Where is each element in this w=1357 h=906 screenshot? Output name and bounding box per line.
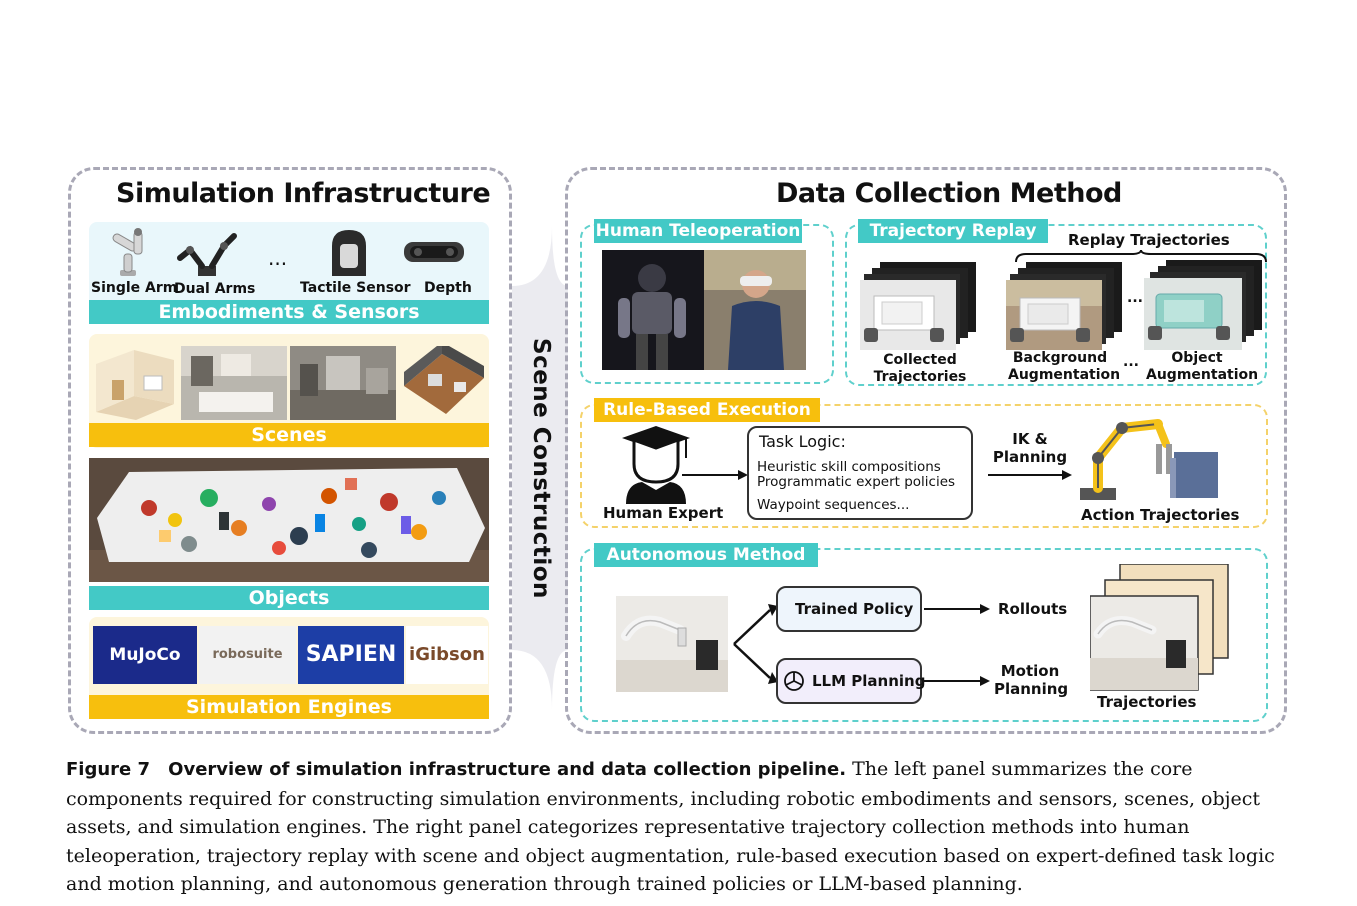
task-logic-line-1: Heuristic skill compositions bbox=[757, 459, 941, 475]
action-trajectories-label: Action Trajectories bbox=[1081, 506, 1240, 524]
openai-icon bbox=[784, 671, 804, 691]
embodiments-sensors-bar: Embodiments & Sensors bbox=[89, 300, 489, 324]
right-panel-title: Data Collection Method bbox=[776, 178, 1122, 209]
scene-construction-connector bbox=[512, 226, 568, 710]
caption-text: The left panel summarizes the core compo… bbox=[66, 758, 1275, 896]
scene-image-4 bbox=[404, 346, 484, 414]
depth-label: Depth bbox=[424, 280, 472, 296]
autonomous-frame bbox=[580, 548, 1268, 722]
ik-planning-label: IK & Planning bbox=[992, 430, 1068, 466]
collected-trajectories-label: Collected Trajectories bbox=[873, 352, 967, 385]
rule-based-tag: Rule-Based Execution bbox=[594, 398, 820, 422]
teleoperation-image bbox=[602, 250, 806, 370]
dual-arms-image bbox=[177, 233, 237, 276]
trained-policy-label: Trained Policy bbox=[795, 600, 914, 618]
task-logic-title: Task Logic: bbox=[759, 432, 846, 451]
replay-trajectories-label: Replay Trajectories bbox=[1068, 231, 1230, 249]
robosuite-logo: robosuite bbox=[199, 626, 296, 684]
single-arm-label: Single Arm bbox=[91, 280, 178, 296]
single-arm-image bbox=[112, 228, 143, 276]
branch-arrows bbox=[733, 604, 778, 684]
objects-bar: Objects bbox=[89, 586, 489, 610]
trajectory-replay-frame bbox=[845, 224, 1267, 386]
figure-caption: Figure 7 Overview of simulation infrastr… bbox=[66, 755, 1290, 899]
task-logic-box bbox=[747, 426, 973, 520]
caption-title: Overview of simulation infrastructure an… bbox=[168, 759, 847, 780]
replay-brace bbox=[1015, 250, 1267, 263]
figure-label: Figure 7 bbox=[66, 759, 151, 780]
depth-camera-image bbox=[404, 242, 464, 262]
replay-ellipsis-top: ... bbox=[1127, 290, 1143, 306]
llm-planning-box bbox=[776, 658, 922, 704]
motion-planning-label: Motion Planning bbox=[994, 662, 1069, 698]
object-augmentation-label: Object Augmentation bbox=[1146, 350, 1259, 383]
tactile-sensor-label: Tactile Sensor bbox=[300, 280, 411, 296]
igibson-logo: iGibson bbox=[406, 626, 488, 684]
autonomous-robot-image bbox=[616, 596, 728, 692]
trained-policy-box bbox=[776, 586, 922, 632]
rule-based-frame bbox=[580, 404, 1268, 528]
simulation-infrastructure-frame bbox=[68, 167, 512, 734]
replay-ellipsis-bottom: ... bbox=[1123, 354, 1139, 370]
sapien-logo: SAPIEN bbox=[298, 626, 404, 684]
scenes-bar: Scenes bbox=[89, 423, 489, 447]
robot-arm-image bbox=[1080, 419, 1218, 500]
human-expert-label: Human Expert bbox=[603, 504, 724, 522]
task-logic-line-2: Programmatic expert policies bbox=[757, 474, 956, 490]
llm-to-motion-arrow bbox=[924, 676, 990, 686]
task-logic-line-3: Waypoint sequences... bbox=[757, 497, 910, 513]
human-expert-icon bbox=[622, 426, 690, 504]
policy-to-rollouts-arrow bbox=[924, 604, 990, 614]
autonomous-tag: Autonomous Method bbox=[594, 543, 818, 567]
data-collection-frame bbox=[565, 167, 1287, 734]
objects-image bbox=[89, 458, 489, 582]
scene-image-2 bbox=[181, 346, 287, 420]
scene-image-3 bbox=[290, 346, 396, 420]
background-augmentation-label: Background Augmentation bbox=[1008, 350, 1121, 383]
logic-to-robot-arrow bbox=[988, 470, 1072, 480]
teleoperation-tag: Human Teleoperation bbox=[594, 219, 802, 243]
collected-trajectories-image bbox=[860, 262, 976, 350]
trajectory-replay-tag: Trajectory Replay bbox=[858, 219, 1048, 243]
rollouts-label: Rollouts bbox=[998, 600, 1068, 618]
mujoco-logo: MuJoCo bbox=[93, 626, 197, 684]
object-augmentation-image bbox=[1144, 260, 1262, 350]
tactile-sensor-image bbox=[332, 230, 366, 276]
embodiments-ellipsis: ... bbox=[268, 246, 288, 270]
expert-to-logic-arrow bbox=[682, 470, 748, 480]
scene-construction-label: Scene Construction bbox=[528, 338, 554, 599]
scene-image-1 bbox=[96, 350, 174, 420]
left-panel-title: Simulation Infrastructure bbox=[116, 178, 491, 209]
llm-planning-label: LLM Planning bbox=[812, 672, 926, 690]
trajectories-stack-image bbox=[1090, 564, 1229, 691]
simulation-engines-bar: Simulation Engines bbox=[89, 695, 489, 719]
background-augmentation-image bbox=[1006, 262, 1122, 350]
trajectories-label: Trajectories bbox=[1097, 693, 1197, 711]
dual-arms-label: Dual Arms bbox=[174, 281, 256, 297]
